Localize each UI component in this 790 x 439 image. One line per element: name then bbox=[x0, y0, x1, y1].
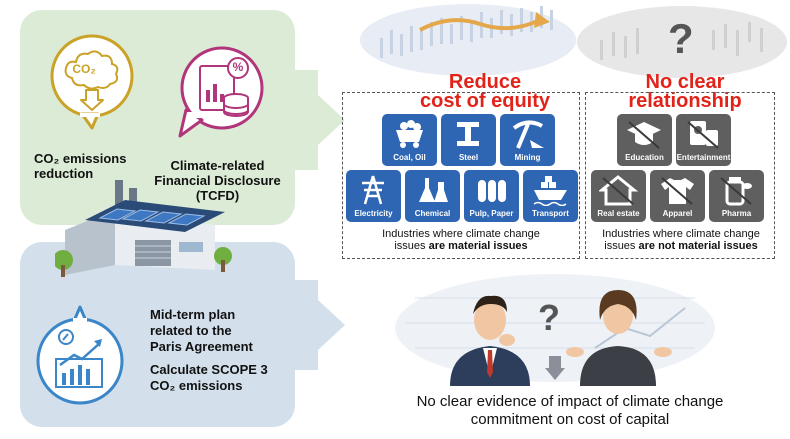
material-caption-line1: Industries where climate change bbox=[382, 228, 540, 240]
flask-icon bbox=[419, 178, 448, 202]
midterm-line1: Mid-term plan bbox=[150, 307, 236, 322]
tile-label: Chemical bbox=[414, 209, 451, 218]
green-arrow bbox=[280, 70, 345, 170]
material-title-line1: Reduce bbox=[448, 71, 522, 93]
co2-icon-label: CO₂ bbox=[72, 62, 96, 76]
tcfd-line3: (TCFD) bbox=[195, 188, 240, 203]
factory-illustration bbox=[55, 180, 232, 277]
questioning-people-illustration bbox=[395, 274, 715, 386]
blue-arrow bbox=[280, 280, 345, 370]
question-mark-top: ? bbox=[668, 15, 694, 62]
tile-real-estate: Real estate bbox=[591, 170, 646, 222]
mine-cart-icon bbox=[396, 120, 423, 148]
nonmaterial-caption-line1: Industries where climate change bbox=[602, 228, 760, 240]
conclusion-line2: commitment on cost of capital bbox=[470, 411, 670, 428]
tcfd-line1: Climate-related bbox=[170, 158, 265, 173]
tcfd-line2: Financial Disclosure bbox=[154, 173, 281, 188]
tile-mining: Mining bbox=[500, 114, 555, 166]
tile-entertainment: Entertainment bbox=[676, 114, 731, 166]
stock-chart-background bbox=[360, 4, 787, 78]
co2-reduction-line2: reduction bbox=[34, 166, 94, 181]
graduation-cap-icon bbox=[627, 121, 661, 149]
material-industries-box bbox=[342, 92, 580, 259]
power-tower-icon bbox=[362, 175, 384, 205]
material-caption-bold: are material issues bbox=[428, 240, 528, 252]
tile-pharma: Pharma bbox=[709, 170, 764, 222]
material-caption: Industries where climate change issues a… bbox=[345, 228, 577, 252]
tile-steel: Steel bbox=[441, 114, 496, 166]
tile-coal-oil: Coal, Oil bbox=[382, 114, 437, 166]
nonmaterial-caption: Industries where climate change issues a… bbox=[585, 228, 777, 252]
growth-chart-icon bbox=[36, 305, 124, 405]
t-shirt-icon bbox=[661, 177, 694, 205]
percent-symbol: % bbox=[232, 60, 244, 74]
tile-label: Mining bbox=[514, 153, 541, 162]
tile-label: Coal, Oil bbox=[393, 153, 426, 162]
nonmaterial-caption-normal: issues bbox=[604, 240, 639, 252]
house-icon bbox=[599, 175, 638, 206]
material-title-line2: cost of equity bbox=[419, 90, 550, 112]
tile-label: Transport bbox=[532, 209, 569, 218]
tile-label: Real estate bbox=[597, 209, 640, 218]
scope3-line1: Calculate SCOPE 3 bbox=[150, 362, 268, 377]
tile-apparel: Apparel bbox=[650, 170, 705, 222]
question-mark-people: ? bbox=[538, 297, 560, 338]
steel-beam-icon bbox=[457, 122, 479, 146]
scope3-line2: CO₂ emissions bbox=[150, 378, 243, 393]
medicine-bottle-icon bbox=[720, 177, 752, 206]
tcfd-document-icon bbox=[178, 46, 264, 138]
tile-label: Education bbox=[625, 153, 664, 162]
tile-chemical: Chemical bbox=[405, 170, 460, 222]
tile-label: Pharma bbox=[721, 209, 752, 218]
material-caption-normal: issues bbox=[394, 240, 429, 252]
nonmaterial-industries-box bbox=[585, 92, 775, 259]
material-caption-line2: issues are material issues bbox=[345, 240, 577, 252]
nonmaterial-caption-line2: issues are not material issues bbox=[585, 240, 777, 252]
conclusion-text: No clear evidence of impact of climate c… bbox=[360, 393, 780, 429]
nonmaterial-title-line2: relationship bbox=[628, 90, 742, 112]
tile-label: Steel bbox=[458, 153, 479, 162]
conclusion-line1: No clear evidence of impact of climate c… bbox=[416, 393, 724, 410]
cargo-ship-icon bbox=[533, 176, 567, 206]
tile-label: Entertainment bbox=[676, 153, 731, 162]
tile-electricity: Electricity bbox=[346, 170, 401, 222]
co2-reduction-icon bbox=[50, 34, 134, 130]
tile-label: Electricity bbox=[354, 209, 393, 218]
tile-label: Apparel bbox=[662, 209, 693, 218]
tile-pulp-paper: Pulp, Paper bbox=[464, 170, 519, 222]
midterm-line3: Paris Agreement bbox=[150, 339, 253, 354]
nonmaterial-title-line1: No clear bbox=[645, 71, 725, 93]
passport-ticket-icon bbox=[687, 121, 719, 149]
tile-transport: Transport bbox=[523, 170, 578, 222]
paper-roll-icon bbox=[478, 180, 506, 202]
co2-reduction-line1: CO₂ emissions bbox=[34, 151, 127, 166]
tile-education: Education bbox=[617, 114, 672, 166]
tile-label: Pulp, Paper bbox=[469, 209, 514, 218]
midterm-line2: related to the bbox=[150, 323, 232, 338]
nonmaterial-caption-bold: are not material issues bbox=[638, 240, 758, 252]
pickaxe-icon bbox=[512, 120, 544, 149]
